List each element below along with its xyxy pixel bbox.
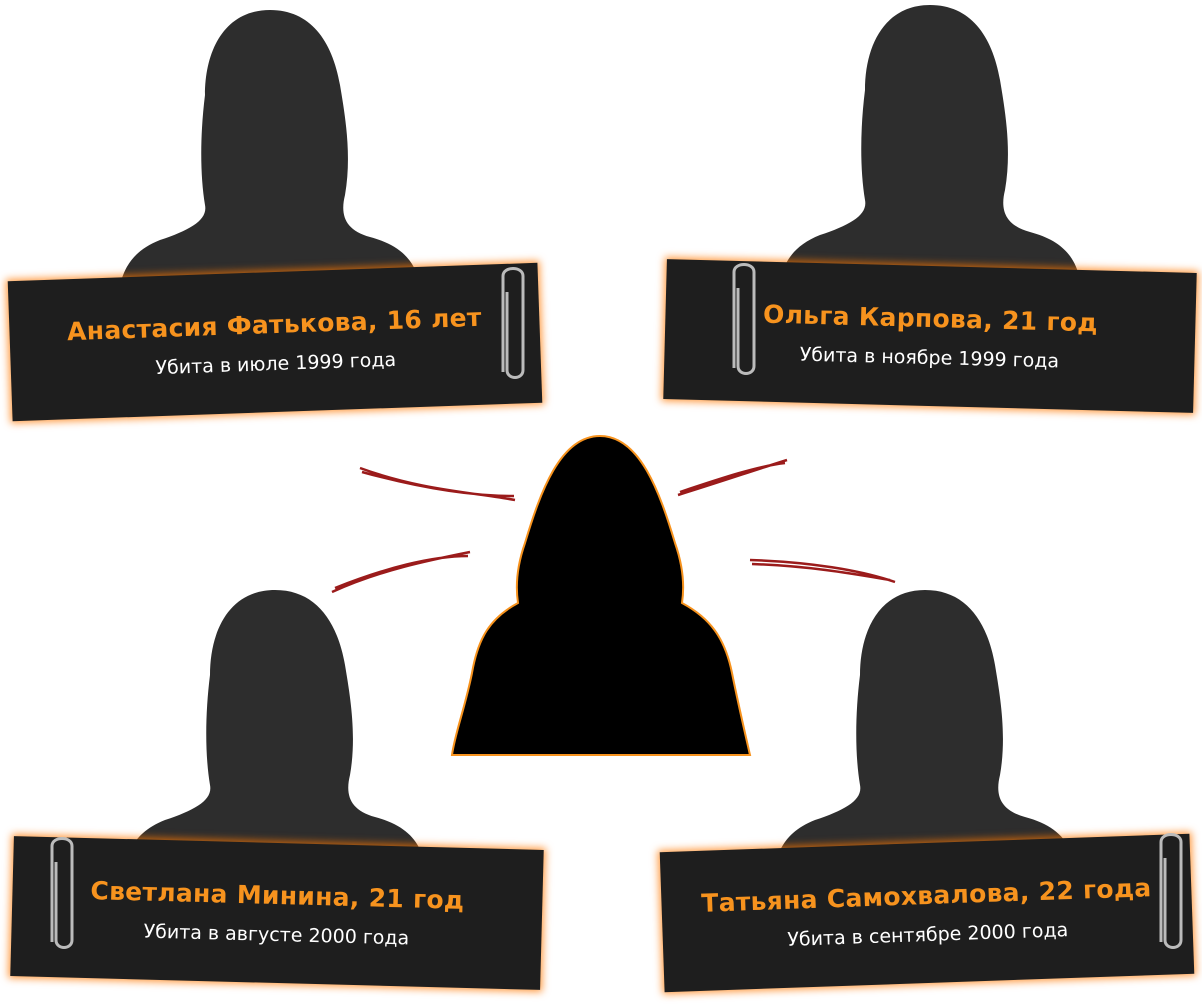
victim-card-1: Анастасия Фатькова, 16 лет Убита в июле … [7,262,543,422]
victim-name: Анастасия Фатькова, 16 лет [66,302,483,346]
thread-1 [359,466,516,502]
victim-name: Ольга Карпова, 21 год [762,299,1099,337]
hooded-killer-silhouette [450,434,752,756]
victim-date: Убита в июле 1999 года [155,348,397,379]
victim-date: Убита в ноябре 1999 года [799,343,1060,372]
paperclip-icon [732,263,756,375]
victim-name: Светлана Минина, 21 год [90,875,465,915]
victim-name: Татьяна Самохвалова, 22 года [700,872,1152,918]
paperclip-icon [50,837,74,949]
thread-3 [331,550,471,594]
paperclip-icon [501,267,525,379]
victim-card-3: Светлана Минина, 21 год Убита в августе … [10,836,544,990]
victim-card-4: Татьяна Самохвалова, 22 года Убита в сен… [659,833,1195,993]
thread-4 [749,558,896,584]
victim-date: Убита в августе 2000 года [143,920,410,949]
thread-2 [677,458,788,497]
victim-date: Убита в сентябре 2000 года [786,918,1069,951]
paperclip-icon [1159,833,1183,949]
